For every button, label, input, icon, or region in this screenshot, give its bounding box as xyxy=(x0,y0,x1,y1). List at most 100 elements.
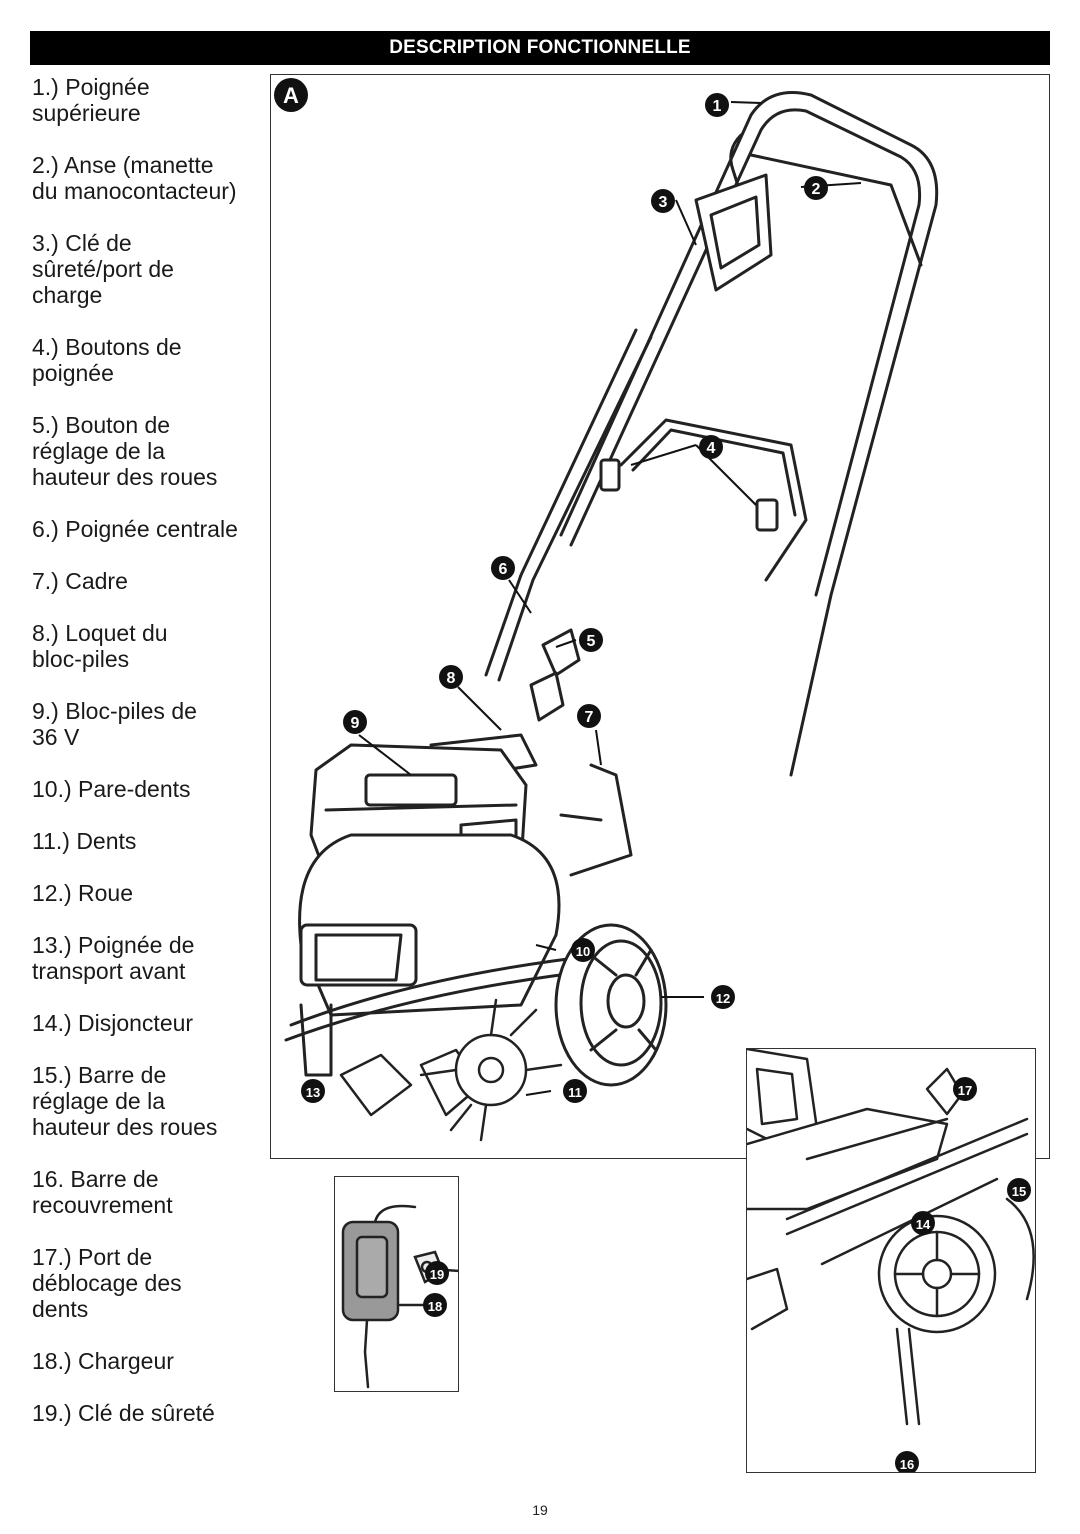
callout-11: 11 xyxy=(563,1079,587,1103)
callout-6: 6 xyxy=(491,556,515,580)
part-item-line: déblocage des xyxy=(32,1270,182,1296)
callout-circle xyxy=(577,704,601,728)
callout-circle xyxy=(911,1211,935,1235)
callout-circle xyxy=(953,1077,977,1101)
part-item-19: 19.) Clé de sûreté xyxy=(32,1400,272,1426)
part-item-line: transport avant xyxy=(32,958,186,984)
part-item-line: charge xyxy=(32,282,103,308)
callout-number: 8 xyxy=(447,670,456,687)
part-item-line: 9.) Bloc-piles de xyxy=(32,698,197,724)
part-item-line: hauteur des roues xyxy=(32,464,218,490)
callout-circle xyxy=(651,189,675,213)
figure-label: A xyxy=(274,78,308,112)
callout-number: 1 xyxy=(713,98,722,115)
callout-2: 2 xyxy=(804,176,828,200)
part-item-6: 6.) Poignée centrale xyxy=(32,516,272,542)
callout-1: 1 xyxy=(705,93,729,117)
part-item-7: 7.) Cadre xyxy=(32,568,272,594)
part-item-line: 10.) Pare-dents xyxy=(32,776,191,802)
svg-text:A: A xyxy=(283,83,299,108)
callout-number: 13 xyxy=(306,1085,320,1100)
part-item-12: 12.) Roue xyxy=(32,880,272,906)
part-item-10: 10.) Pare-dents xyxy=(32,776,272,802)
part-item-line: 13.) Poignée de xyxy=(32,932,195,958)
callout-10: 10 xyxy=(571,938,595,962)
section-title: DESCRIPTION FONCTIONNELLE xyxy=(30,31,1050,65)
part-item-line: 15.) Barre de xyxy=(32,1062,167,1088)
callout-5: 5 xyxy=(579,628,603,652)
part-item-line: réglage de la xyxy=(32,1088,165,1114)
callout-number: 5 xyxy=(587,633,596,650)
part-item-line: 16. Barre de xyxy=(32,1166,159,1192)
part-item-line: bloc-piles xyxy=(32,646,130,672)
callout-number: 19 xyxy=(430,1267,444,1282)
callout-17: 17 xyxy=(953,1077,977,1101)
callout-18: 18 xyxy=(423,1293,447,1317)
callout-circle xyxy=(491,556,515,580)
callout-number: 7 xyxy=(585,709,594,726)
part-item-line: 17.) Port de xyxy=(32,1244,153,1270)
callout-circle xyxy=(343,710,367,734)
part-item-11: 11.) Dents xyxy=(32,828,272,854)
callout-number: 18 xyxy=(428,1299,442,1314)
callout-circle xyxy=(711,985,735,1009)
part-item-line: 1.) Poignée xyxy=(32,74,150,100)
part-item-line: réglage de la xyxy=(32,438,165,464)
part-item-line: 3.) Clé de xyxy=(32,230,132,256)
part-item-line: 2.) Anse (manette xyxy=(32,152,214,178)
callout-circle xyxy=(439,665,463,689)
part-item-line: supérieure xyxy=(32,100,141,126)
part-item-line: du manocontacteur) xyxy=(32,178,237,204)
part-item-line: 7.) Cadre xyxy=(32,568,128,594)
callout-8: 8 xyxy=(439,665,463,689)
callout-number: 17 xyxy=(958,1083,972,1098)
part-item-line: 11.) Dents xyxy=(32,828,137,854)
callout-circle xyxy=(895,1451,919,1472)
part-item-line: hauteur des roues xyxy=(32,1114,218,1140)
callout-circle xyxy=(563,1079,587,1103)
part-item-18: 18.) Chargeur xyxy=(32,1348,272,1374)
callout-3: 3 xyxy=(651,189,675,213)
page-number: 19 xyxy=(532,1502,548,1518)
callout-circle xyxy=(571,938,595,962)
part-item-line: 4.) Boutons de xyxy=(32,334,182,360)
part-item-14: 14.) Disjoncteur xyxy=(32,1010,272,1036)
part-item-line: 14.) Disjoncteur xyxy=(32,1010,194,1036)
callout-circle xyxy=(705,93,729,117)
callout-number: 14 xyxy=(916,1217,931,1232)
callout-number: 4 xyxy=(707,440,716,457)
part-item-line: sûreté/port de xyxy=(32,256,174,282)
callout-number: 2 xyxy=(812,181,821,198)
callout-number: 12 xyxy=(716,991,730,1006)
callout-number: 6 xyxy=(499,561,508,578)
part-item-line: 18.) Chargeur xyxy=(32,1348,174,1374)
part-item-line: 5.) Bouton de xyxy=(32,412,171,438)
callout-12: 12 xyxy=(711,985,735,1009)
callout-number: 9 xyxy=(351,715,360,732)
callout-number: 3 xyxy=(659,194,668,211)
callout-number: 16 xyxy=(900,1457,914,1472)
callout-circle xyxy=(1007,1178,1031,1202)
callout-4: 4 xyxy=(699,435,723,459)
callout-circle xyxy=(301,1079,325,1103)
callout-16: 16 xyxy=(895,1451,919,1472)
part-item-line: 8.) Loquet du xyxy=(32,620,168,646)
callout-circle xyxy=(804,176,828,200)
callout-19: 19 xyxy=(425,1261,449,1285)
part-item-line: 19.) Clé de sûreté xyxy=(32,1400,215,1426)
callout-14: 14 xyxy=(911,1211,935,1235)
